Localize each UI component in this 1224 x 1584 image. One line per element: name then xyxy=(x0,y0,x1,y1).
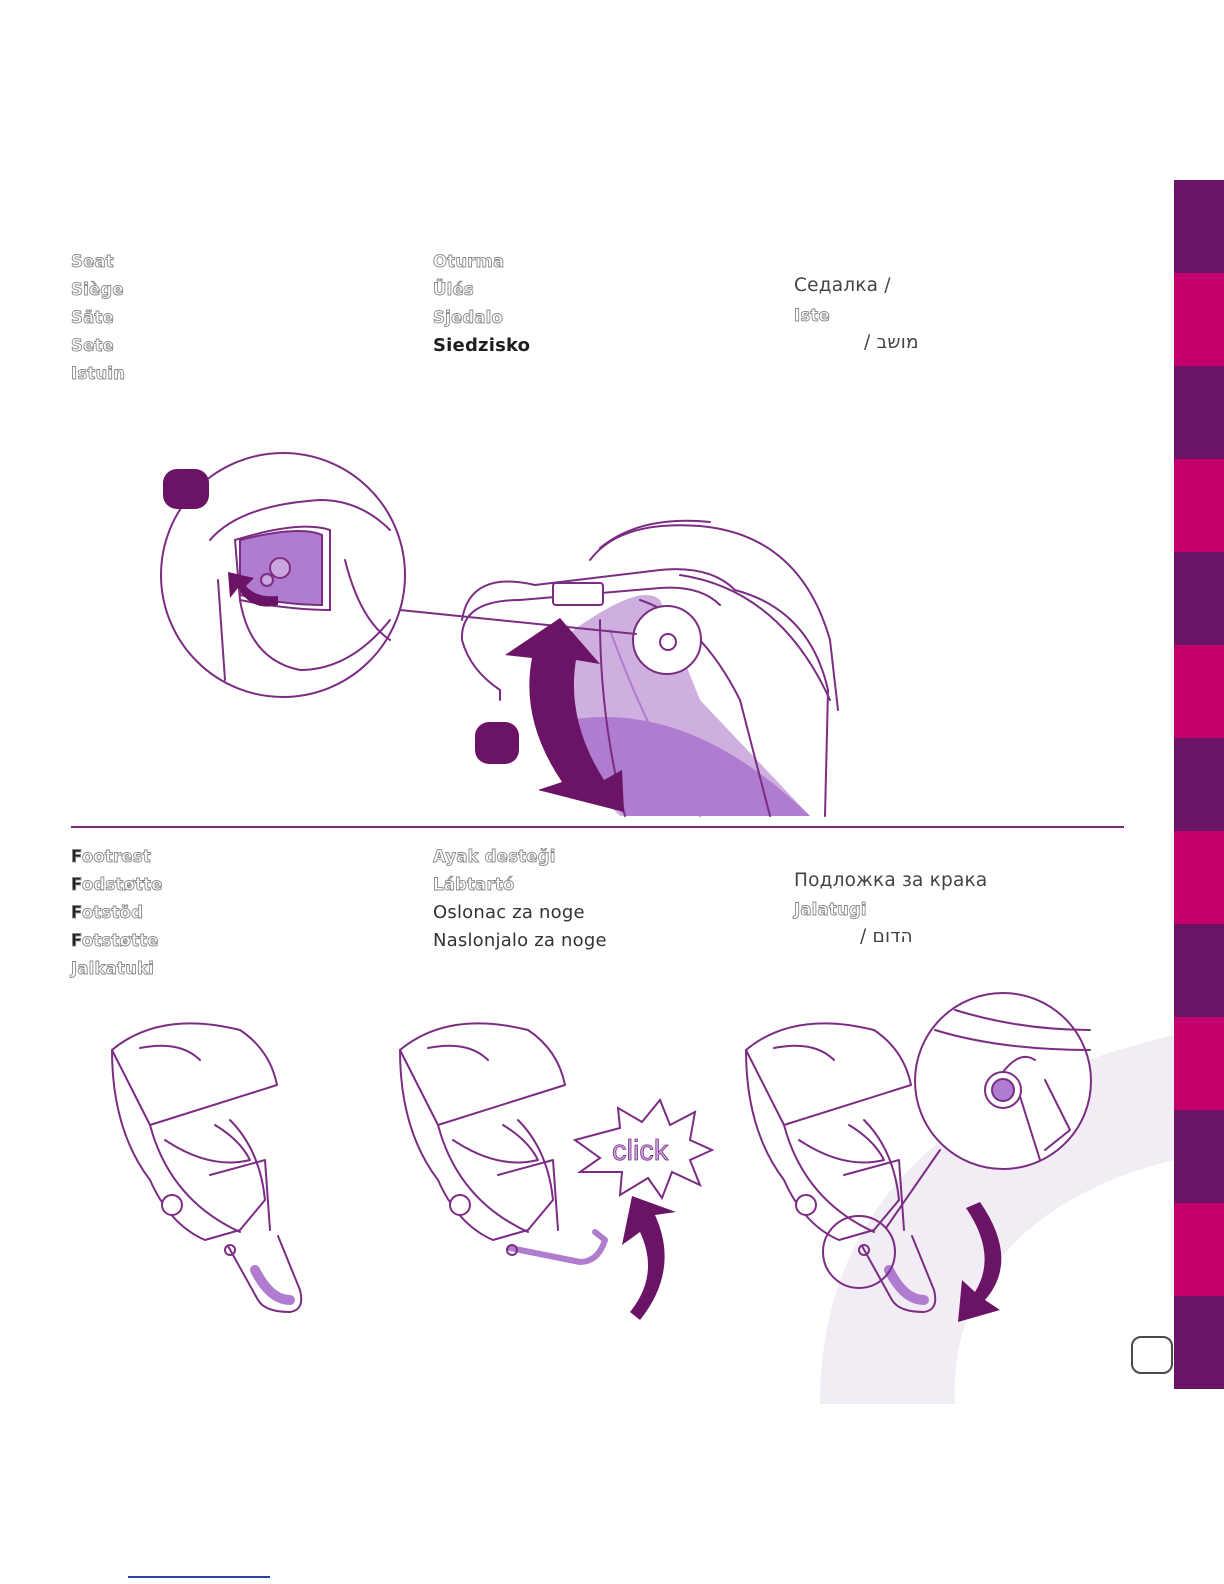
footrest-label-tr: Ayak desteği xyxy=(433,847,556,866)
footrest-label-da: Fodstøtte xyxy=(71,875,163,894)
footrest-step-1-illustration xyxy=(112,1023,301,1312)
seat-label-sv: Säte xyxy=(71,308,114,327)
footrest-label-en: Footrest xyxy=(71,847,151,866)
seat-label-no: Sete xyxy=(71,336,114,355)
step-marker xyxy=(475,722,519,764)
seat-label-et: Iste xyxy=(794,306,830,325)
step-marker xyxy=(163,469,209,509)
footrest-label-he: / הדום xyxy=(860,926,913,947)
footrest-label-et: Jalatugi xyxy=(794,900,867,919)
bottom-link-underline[interactable] xyxy=(128,1576,270,1578)
seat-label-tr: Oturma xyxy=(433,252,504,271)
seat-label-fi: Istuin xyxy=(71,364,125,383)
seat-label-hr: Sjedalo xyxy=(433,308,503,327)
footrest-step-2-illustration xyxy=(400,1023,605,1262)
footrest-label-hu: Lábtartó xyxy=(433,875,514,894)
seat-label-en: Seat xyxy=(71,252,114,271)
seat-label-fr: Siège xyxy=(71,280,124,299)
footrest-label-sl: Naslonjalo za noge xyxy=(433,930,607,951)
section-divider xyxy=(71,826,1124,828)
footrest-label-no: Fotstøtte xyxy=(71,931,159,950)
up-arrow-icon xyxy=(622,1196,676,1320)
footrest-label-fi: Jalkatuki xyxy=(71,959,154,978)
footrest-label-sv: Fotstöd xyxy=(71,903,143,922)
seat-label-bg: Седалка / xyxy=(794,275,891,296)
footrest-label-bg: Подложка за крака xyxy=(794,870,987,891)
click-label: click xyxy=(612,1135,669,1167)
seat-label-he: / מושב xyxy=(864,332,919,353)
footrest-label-hr: Oslonac za noge xyxy=(433,902,585,923)
seat-label-pl: Siedzisko xyxy=(433,335,530,356)
seat-label-hu: Ülés xyxy=(433,280,474,299)
page-number-box xyxy=(1131,1336,1173,1374)
